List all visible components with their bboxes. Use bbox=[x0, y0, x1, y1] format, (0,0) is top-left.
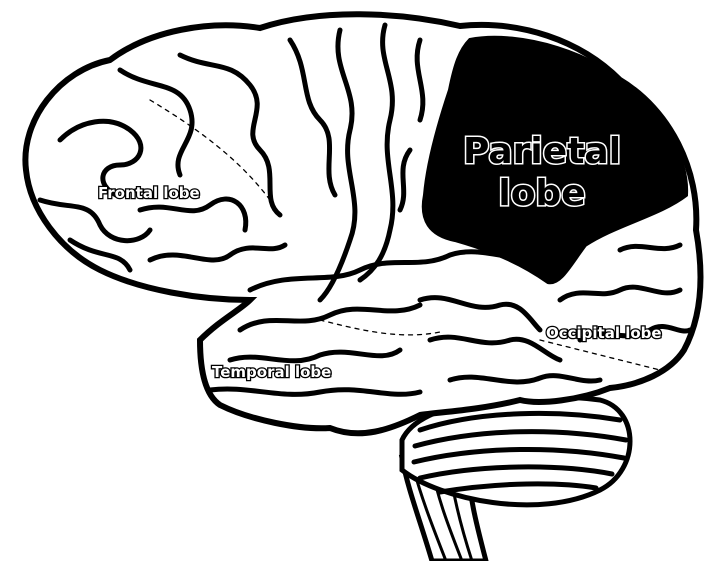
parietal-lobe-label-line2: lobe bbox=[498, 173, 585, 214]
frontal-lobe-label: Frontal lobe bbox=[98, 184, 200, 202]
occipital-lobe-label: Occipital lobe bbox=[546, 324, 662, 342]
temporal-lobe-label: Temporal lobe bbox=[212, 363, 331, 381]
parietal-lobe-label-line1: Parietal bbox=[463, 131, 621, 172]
